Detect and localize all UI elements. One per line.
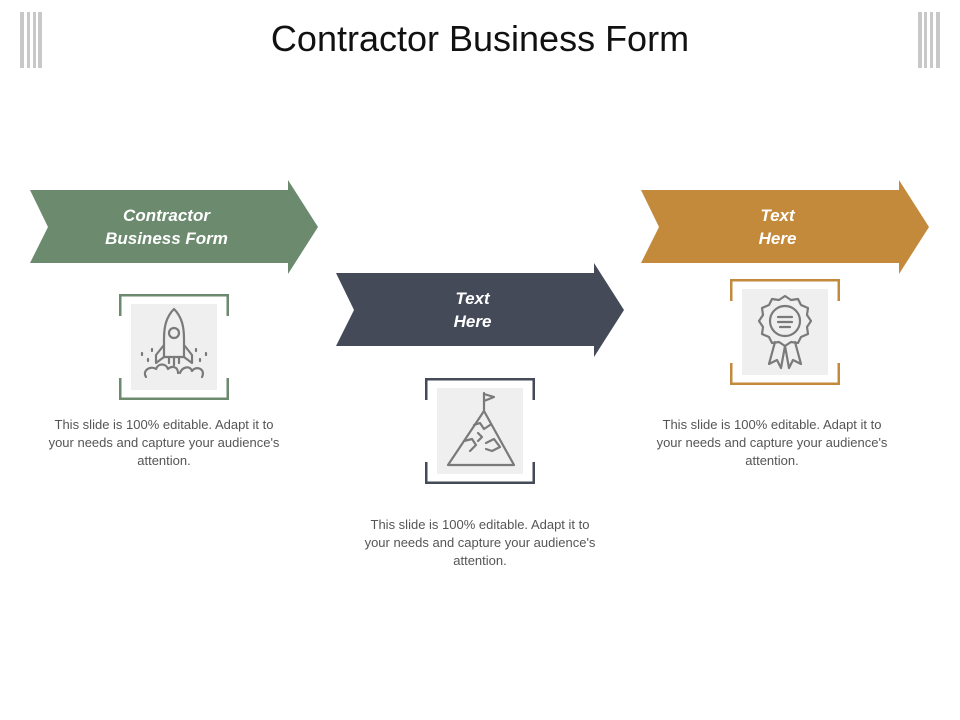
step-3-icon-frame (730, 279, 840, 385)
right-decorative-bars (918, 12, 940, 68)
step-1-description: This slide is 100% editable. Adapt it to… (48, 417, 280, 468)
step-2-label: Text Here (453, 289, 492, 331)
step-3-arrow: Text Here (641, 180, 929, 274)
step-3-icon-box (742, 289, 828, 375)
step-1-label: Contractor Business Form (105, 206, 228, 248)
step-2-description: This slide is 100% editable. Adapt it to… (364, 517, 596, 568)
slide-title: Contractor Business Form (270, 18, 690, 59)
step-1-icon-frame (119, 294, 229, 400)
step-3-label: Text Here (758, 206, 797, 248)
award-ribbon-icon (745, 290, 825, 375)
step-2-icon-box (437, 388, 523, 474)
step-3-description: This slide is 100% editable. Adapt it to… (656, 417, 888, 468)
step-2-arrow: Text Here (336, 263, 624, 357)
step-1-arrow: Contractor Business Form (30, 180, 318, 274)
mountain-flag-icon (440, 389, 520, 474)
step-2-icon-frame (425, 378, 535, 484)
rocket-icon (134, 305, 214, 390)
left-decorative-bars (20, 12, 42, 68)
step-1-icon-box (131, 304, 217, 390)
